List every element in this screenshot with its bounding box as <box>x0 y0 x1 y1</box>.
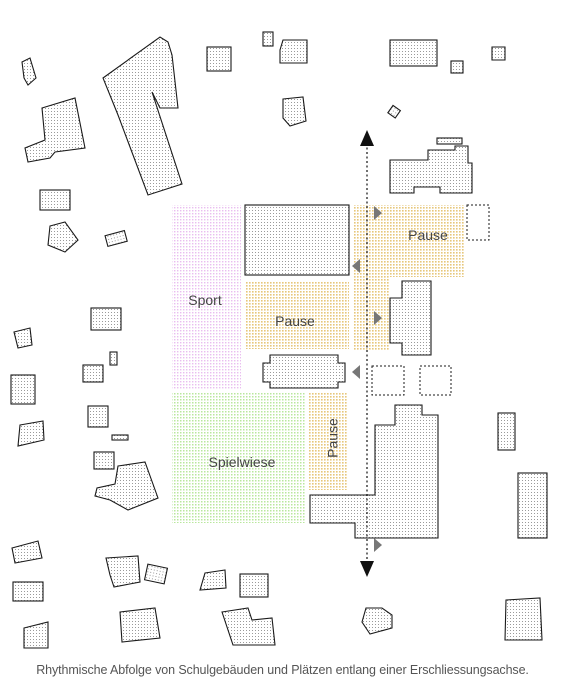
context-building-9 <box>282 96 307 127</box>
rhythm-marker-right-1 <box>374 206 382 220</box>
pause-strip-axis <box>353 205 390 350</box>
context-building-12 <box>491 46 506 61</box>
planned-footprint-2 <box>371 365 405 396</box>
planned-footprint-1 <box>466 204 490 241</box>
school-building-northeast <box>389 145 473 194</box>
planned-footprint-3 <box>419 365 452 396</box>
context-building-33 <box>119 607 161 643</box>
access-axis-arrow-down <box>360 561 374 577</box>
sport-zone <box>172 205 241 390</box>
figure-caption: Rhythmische Abfolge von Schulgebäuden un… <box>36 663 529 677</box>
context-building-14 <box>13 327 33 349</box>
context-building-24 <box>497 412 516 451</box>
context-building-31 <box>199 569 227 591</box>
context-building-28 <box>23 621 49 649</box>
pause-label-vertical: Pause <box>325 418 341 458</box>
pause-label-middle: Pause <box>275 313 315 329</box>
context-building-6 <box>206 46 232 72</box>
context-building-21 <box>111 434 129 441</box>
school-building-annex <box>436 137 463 145</box>
spielwiese-zone <box>172 393 305 523</box>
pause-zone-middle <box>245 281 349 349</box>
context-building-25 <box>517 472 548 539</box>
context-building-11 <box>450 60 464 74</box>
context-building-17 <box>109 351 118 366</box>
context-building-35 <box>361 607 393 635</box>
context-building-27 <box>12 581 44 602</box>
school-building-top <box>244 204 350 276</box>
context-building-3 <box>39 189 71 211</box>
context-building-36 <box>504 597 543 641</box>
context-building-22 <box>93 451 115 470</box>
context-building-32 <box>239 573 269 598</box>
pause-label-top: Pause <box>408 227 448 243</box>
context-building-26 <box>11 540 43 564</box>
school-building-l-shaped <box>309 404 439 539</box>
rhythm-marker-left-1 <box>352 259 360 273</box>
rhythm-marker-left-2 <box>352 365 360 379</box>
context-building-4 <box>47 221 79 253</box>
context-building-29 <box>105 555 141 588</box>
context-building-23 <box>94 461 159 511</box>
pause-zone-top <box>390 205 464 277</box>
sport-label: Sport <box>188 292 222 308</box>
site-plan: Sport Pause Pause Pause Spielwiese <box>10 31 548 649</box>
access-axis-arrow-up <box>360 130 374 146</box>
context-building-long-curved <box>102 36 183 196</box>
pause-zone-vertical <box>308 393 348 490</box>
context-building-5 <box>104 229 128 248</box>
school-building-middle <box>262 354 346 389</box>
context-building-19 <box>17 420 45 447</box>
rhythm-marker-right-2 <box>374 311 382 325</box>
rhythm-marker-right-3 <box>374 538 382 552</box>
context-building-30 <box>143 563 169 585</box>
context-building-13 <box>387 104 402 119</box>
context-building-16 <box>82 364 104 383</box>
context-building-10 <box>389 39 438 67</box>
context-building-1 <box>21 57 37 86</box>
context-building-18 <box>10 374 36 405</box>
school-building-east <box>389 280 432 356</box>
context-building-7 <box>262 31 274 47</box>
context-building-20 <box>87 405 109 428</box>
context-building-8 <box>279 39 308 64</box>
context-building-2 <box>24 97 86 163</box>
context-building-15 <box>90 307 122 331</box>
spielwiese-label: Spielwiese <box>209 454 276 470</box>
context-building-34 <box>221 607 276 646</box>
